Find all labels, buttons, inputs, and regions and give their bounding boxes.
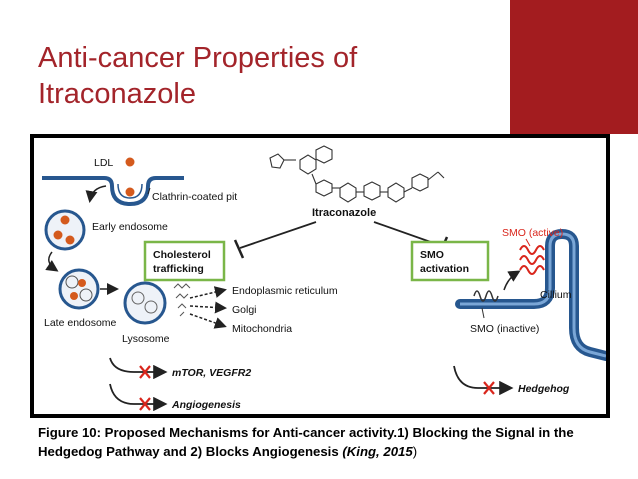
ldl-particle — [125, 157, 135, 167]
inhibit-cholesterol-bar — [233, 239, 245, 259]
figure-caption: Figure 10: Proposed Mechanisms for Anti-… — [38, 423, 618, 461]
hedgehog-blocked-x — [483, 381, 495, 395]
mtor-label: mTOR, VEGFR2 — [172, 367, 251, 379]
angiogenesis-arrow — [109, 383, 168, 412]
cilium-label: Cillium — [540, 289, 572, 301]
angiogenesis-blocked-x — [139, 397, 151, 411]
late-endosome-vesicle-1 — [65, 275, 79, 289]
late-endosome-ldl-2 — [70, 292, 78, 300]
caption-close: ) — [412, 444, 418, 459]
angiogenesis-label: Angiogenesis — [171, 399, 241, 411]
early-endosome — [44, 209, 86, 251]
early-endosome-label: Early endosome — [92, 221, 168, 233]
ldl-label: LDL — [94, 157, 113, 169]
hedgehog-arrow — [453, 365, 514, 396]
ldl-in-pit — [125, 187, 135, 197]
mechanism-figure: LDL Clathrin-coated pit Early endosome L… — [30, 134, 610, 418]
early-endosome-ldl-1 — [60, 215, 70, 225]
cholesterol-molecule-icon — [173, 283, 191, 317]
clathrin-pointer — [147, 187, 151, 195]
late-endosome — [58, 268, 100, 310]
caption-text: Figure 10: Proposed Mechanisms for Anti-… — [38, 425, 574, 459]
smo-inactive-pointer — [481, 307, 485, 319]
smo-translocation-arrow — [503, 270, 521, 291]
cholesterol-trafficking-box — [143, 240, 226, 282]
itraconazole-label: Itraconazole — [312, 207, 376, 219]
hedgehog-label: Hedgehog — [518, 383, 570, 395]
itraconazole-structure-icon — [269, 145, 445, 203]
mitochondria-label: Mitochondria — [232, 323, 292, 335]
lysosome-content-2 — [144, 300, 158, 314]
mechanism-diagram: LDL Clathrin-coated pit Early endosome L… — [42, 145, 606, 412]
cholesterol-trafficking-line-2: trafficking — [153, 263, 204, 275]
smo-activation-box — [410, 240, 490, 282]
smo-active-receptor — [519, 245, 545, 275]
late-endosome-label: Late endosome — [44, 317, 117, 329]
to-golgi-arrow — [189, 301, 227, 314]
slide-title-line-1: Anti-cancer Properties of — [38, 42, 358, 74]
er-label: Endoplasmic reticulum — [232, 285, 338, 297]
to-er-arrow — [189, 286, 227, 299]
golgi-label: Golgi — [232, 304, 257, 316]
early-endosome-ldl-2 — [53, 230, 63, 240]
lysosome-content-1 — [131, 291, 145, 305]
lysosome-label: Lysosome — [122, 333, 170, 345]
clathrin-coat — [117, 183, 143, 199]
smo-active-pointer — [525, 238, 531, 247]
endocytosis-arrow — [85, 185, 107, 203]
smo-inactive-receptor — [473, 290, 499, 302]
maturation-arrow — [45, 251, 59, 272]
smo-activation-line-1: SMO — [420, 249, 444, 261]
smo-active-label: SMO (active) — [502, 227, 563, 239]
slide-title-line-2: Itraconazole — [38, 78, 196, 110]
cilium-membrane-highlight — [460, 232, 606, 358]
mtor-arrow — [109, 357, 168, 380]
smo-activation-line-2: activation — [420, 263, 469, 275]
mtor-blocked-x — [139, 365, 151, 379]
late-endosome-ldl-1 — [78, 279, 86, 287]
accent-block — [510, 0, 638, 134]
smo-inactive-label: SMO (inactive) — [470, 323, 539, 335]
cell-membrane — [42, 176, 184, 207]
to-mitochondria-arrow — [189, 313, 227, 329]
clathrin-pit-label: Clathrin-coated pit — [152, 191, 237, 203]
inhibit-cholesterol-line — [239, 221, 317, 249]
late-endosome-vesicle-2 — [79, 288, 93, 302]
slide-title: Anti-cancer Properties of Itraconazole — [38, 40, 478, 112]
caption-reference: (King, 2015 — [342, 444, 413, 459]
cholesterol-trafficking-line-1: Cholesterol — [153, 249, 211, 261]
early-endosome-ldl-3 — [65, 235, 75, 245]
lysosome — [123, 281, 167, 325]
